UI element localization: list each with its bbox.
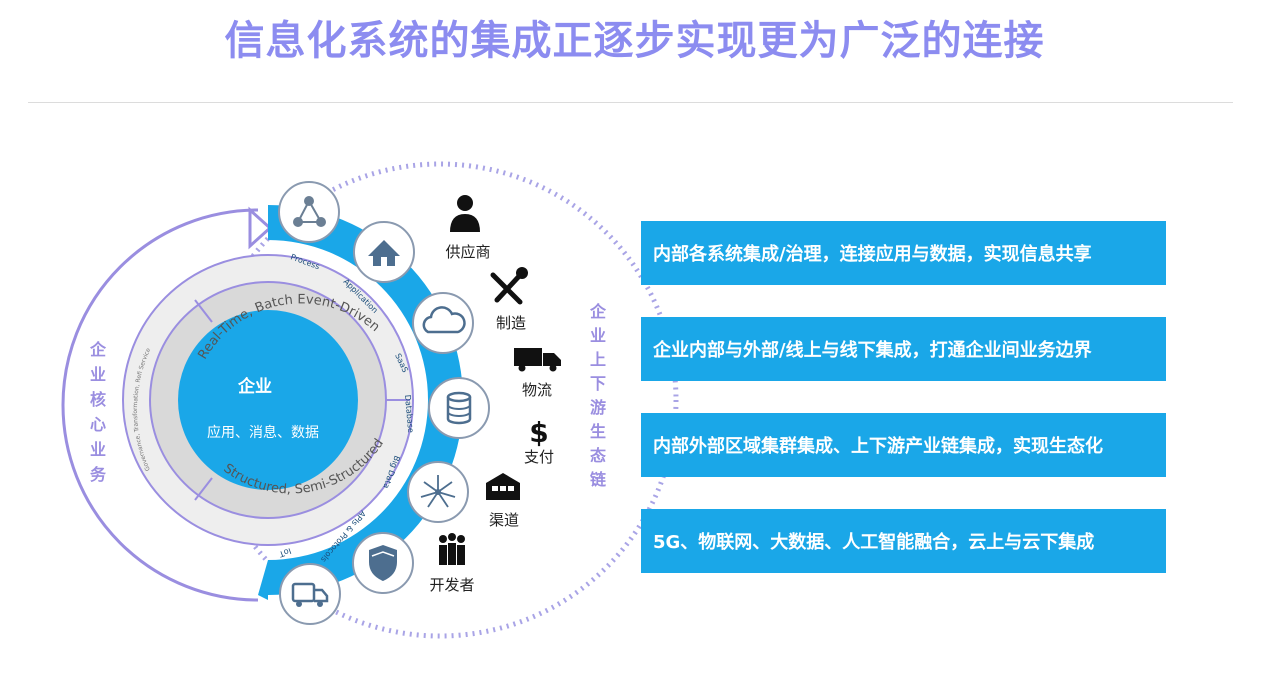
left-label-char: 核 (90, 390, 106, 409)
right-label-char: 链 (590, 470, 607, 489)
summary-box-4: 5G、物联网、大数据、人工智能融合，云上与云下集成 (641, 509, 1166, 573)
right-label-char: 下 (590, 374, 606, 393)
right-label-char: 上 (590, 350, 606, 369)
right-vertical-label: 企 业 上 下 游 生 态 链 (589, 302, 607, 489)
right-label-char: 业 (590, 326, 606, 345)
database-icon (428, 377, 490, 439)
left-label-char: 务 (90, 465, 107, 484)
left-label-char: 心 (90, 415, 106, 434)
ecosystem-dotted-circle (201, 161, 679, 639)
summary-boxes: 内部各系统集成/治理，连接应用与数据，实现信息共享 企业内部与外部/线上与线下集… (641, 221, 1166, 605)
right-label-char: 游 (590, 398, 606, 417)
right-label-char: 态 (590, 446, 606, 465)
summary-box-1: 内部各系统集成/治理，连接应用与数据，实现信息共享 (641, 221, 1166, 285)
right-label-char: 生 (590, 422, 606, 441)
payment-dollar-icon: $ (529, 416, 548, 449)
center-subtitle: 应用、消息、数据 (207, 424, 319, 441)
tech-label-iot: IoT (278, 546, 293, 559)
enterprise-center (178, 310, 358, 490)
core-business-arc (61, 208, 259, 602)
partner-label-payment: 支付 (524, 448, 554, 466)
right-label-char: 企 (589, 302, 607, 321)
left-label-char: 业 (90, 440, 106, 459)
supplier-person-icon (450, 195, 480, 232)
manufacturing-tools-icon (490, 267, 528, 305)
page-title: 信息化系统的集成正逐步实现更为广泛的连接 (224, 18, 1045, 64)
summary-box-2: 企业内部与外部/线上与线下集成，打通企业间业务边界 (641, 317, 1166, 381)
developers-people-icon (439, 533, 465, 565)
iot-truck-icon (279, 563, 341, 625)
channel-store-icon (486, 473, 520, 500)
logistics-truck-icon (514, 348, 561, 372)
left-vertical-label: 企 业 核 心 业 务 (89, 340, 107, 484)
partner-label-supplier: 供应商 (445, 243, 490, 261)
title-divider (28, 102, 1233, 103)
saas-cloud-icon (412, 292, 474, 354)
bigdata-network-icon (407, 461, 469, 523)
center-title: 企业 (237, 376, 272, 397)
partner-label-logistics: 物流 (522, 381, 552, 399)
core-arrow-icon (248, 206, 273, 250)
application-home-icon (353, 221, 415, 283)
summary-box-3: 内部外部区域集群集成、上下游产业链集成，实现生态化 (641, 413, 1166, 477)
left-label-char: 业 (90, 365, 106, 384)
process-icon (278, 181, 340, 243)
partner-label-manufacturing: 制造 (496, 314, 526, 332)
partner-label-developers: 开发者 (429, 576, 474, 594)
apis-shield-icon (352, 532, 414, 594)
partner-label-channel: 渠道 (489, 511, 519, 529)
tech-label-database: Database (403, 394, 415, 433)
left-label-char: 企 (89, 340, 107, 359)
